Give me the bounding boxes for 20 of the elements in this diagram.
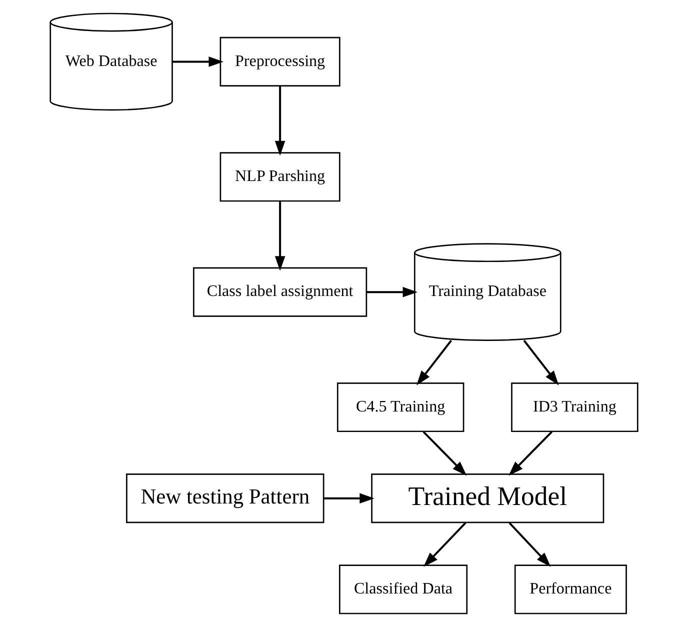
arrow [523,340,559,386]
arrow [416,340,452,386]
arrow [172,56,224,67]
arrow [508,431,553,476]
arrow [508,522,551,567]
arrow [422,431,467,476]
arrow [423,522,466,567]
node-box: Classified Data [338,564,468,614]
node-box: Preprocessing [220,36,340,86]
node-box: NLP Parshing [220,152,340,202]
node-box: New testing Pattern [126,474,324,524]
node-box: Performance [514,564,627,614]
arrow [366,286,418,298]
node-box: Class label assignment [193,267,368,317]
arrow [324,493,374,504]
node-box: Trained Model [371,474,604,524]
arrow [274,202,286,271]
node-box: C4.5 Training [336,382,464,432]
arrow [274,86,286,156]
node-box: ID3 Training [511,382,638,432]
